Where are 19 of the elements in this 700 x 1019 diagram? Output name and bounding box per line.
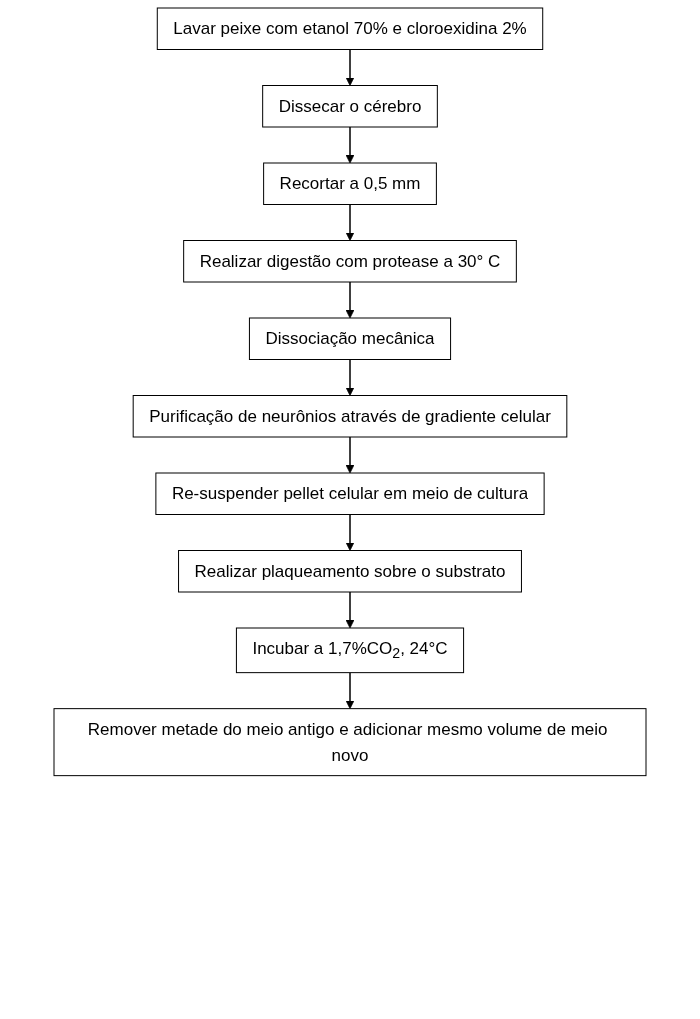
arrow (345, 126, 355, 164)
arrow (345, 436, 355, 474)
node-box: Realizar digestão com protease a 30° C (183, 240, 517, 283)
node-box: Dissecar o cérebro (262, 85, 438, 128)
node-box: Remover metade do meio antigo e adicionar mesmo volume de meio novo (53, 708, 647, 777)
arrow (345, 203, 355, 241)
node-box: Realizar plaqueamento sobre o substrato (178, 550, 522, 593)
node-box: Re-suspender pellet celular em meio de cultura (155, 472, 545, 515)
node-box: Incubar a 1,7%CO$_{2}$, 24°C (235, 627, 465, 674)
arrow (345, 591, 355, 629)
node-box: Purificação de neurônios através de gradiente celular (132, 395, 568, 438)
arrow (345, 358, 355, 396)
node-box: Dissociação mecânica (248, 317, 452, 360)
node-box: Lavar peixe com etanol 70% e cloroexidina 2% (156, 7, 544, 50)
node-box: Recortar a 0,5 mm (263, 162, 437, 205)
arrow (345, 281, 355, 319)
arrow (345, 513, 355, 551)
arrow (345, 671, 355, 710)
arrow (345, 48, 355, 86)
